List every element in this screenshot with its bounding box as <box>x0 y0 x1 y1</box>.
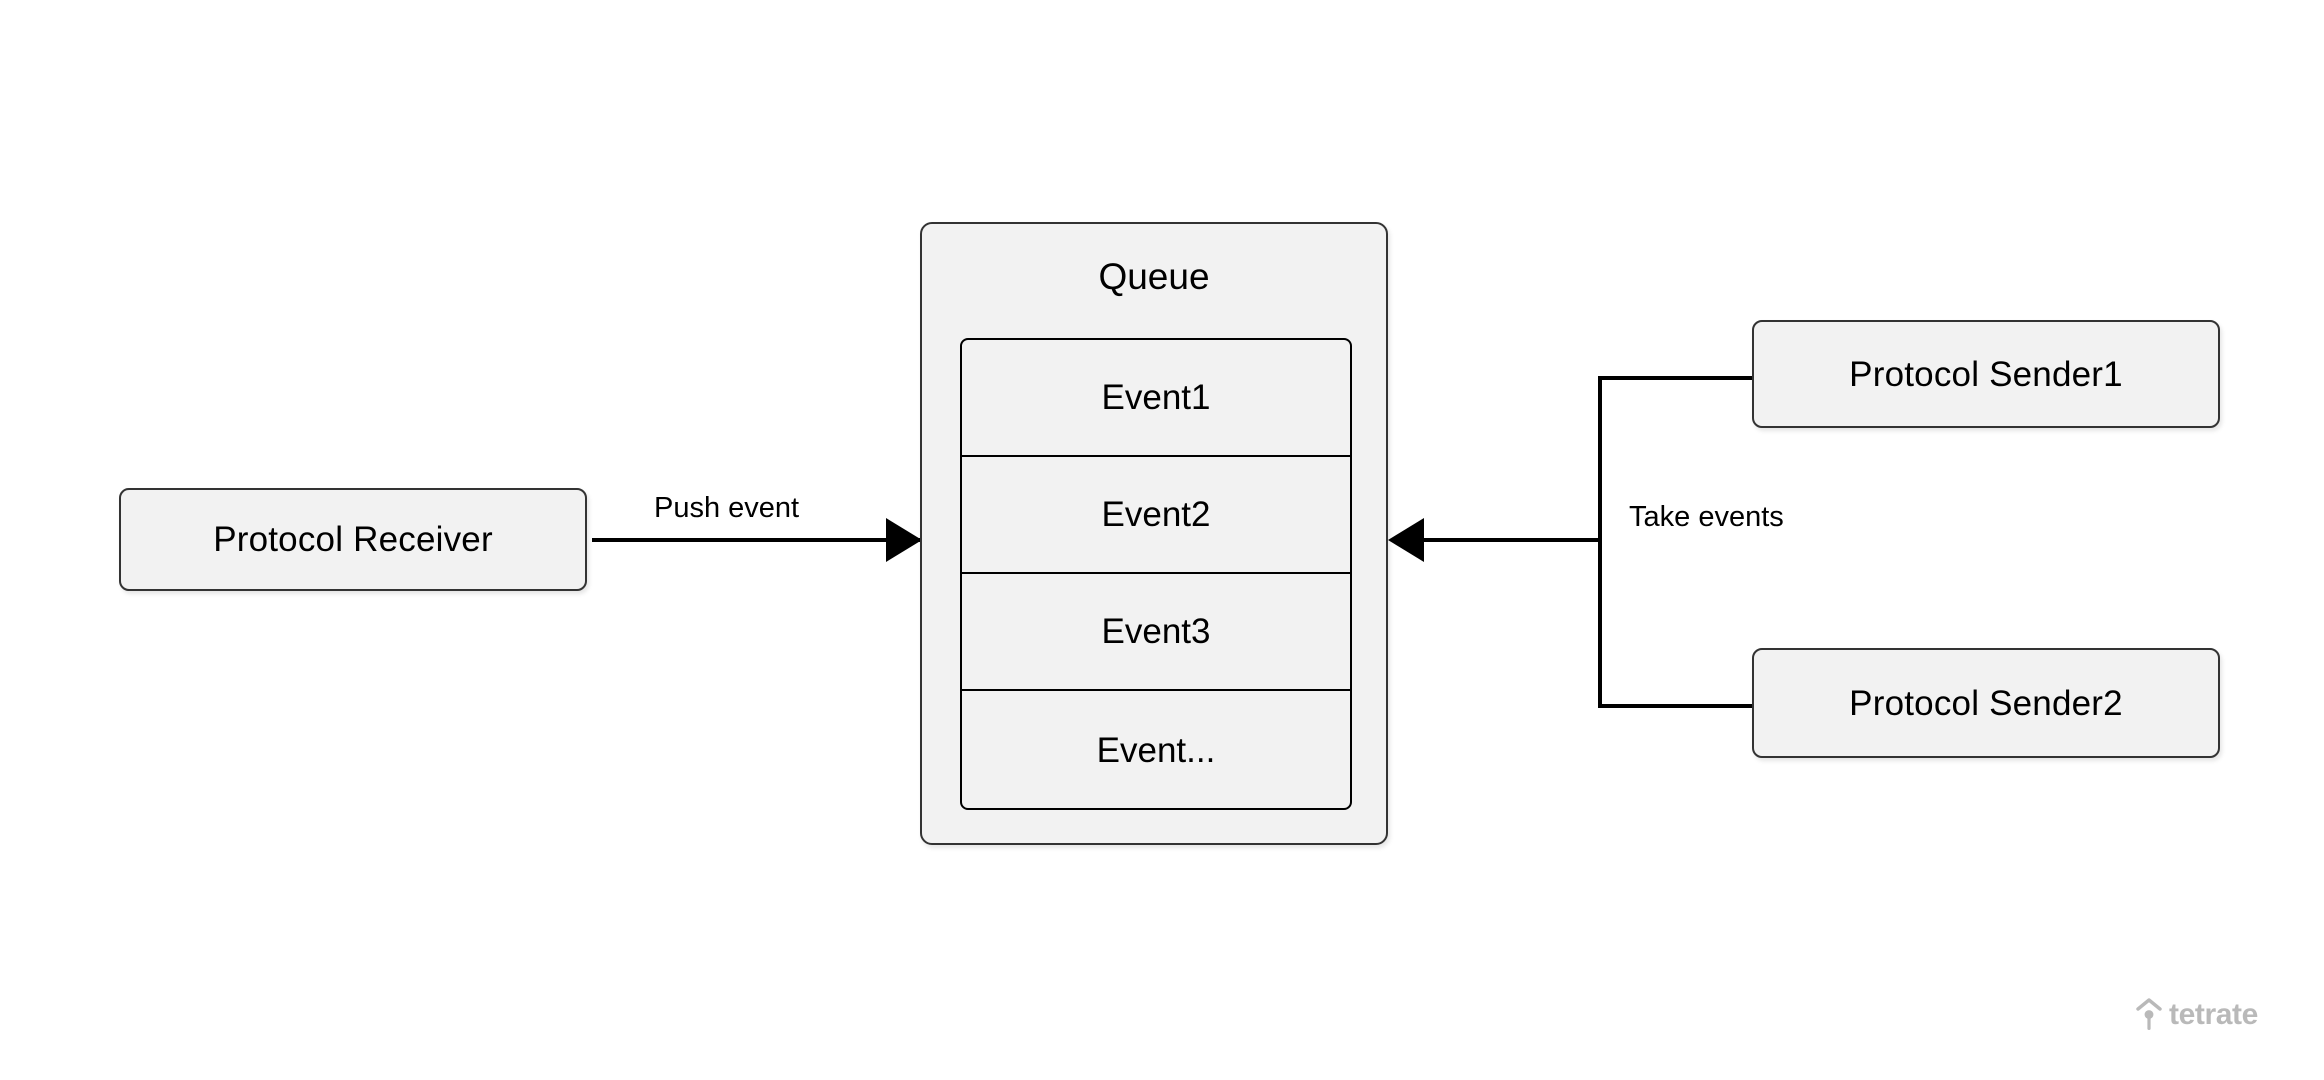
queue-event-row[interactable]: Event1 <box>962 340 1350 457</box>
take-events-branch-sender1 <box>1598 376 1756 380</box>
node-protocol-sender2-label: Protocol Sender2 <box>1849 683 2123 723</box>
push-event-arrowhead-icon <box>886 518 922 562</box>
push-event-label: Push event <box>654 492 800 524</box>
tetrate-logo-icon <box>2136 998 2162 1030</box>
take-events-trunk-line <box>1598 378 1602 708</box>
queue-event-label: Event... <box>1096 730 1216 770</box>
push-event-connector-line <box>592 538 920 542</box>
node-protocol-sender1[interactable]: Protocol Sender1 <box>1752 320 2220 428</box>
queue-event-label: Event3 <box>1101 612 1211 651</box>
queue-event-row[interactable]: Event... <box>962 691 1350 808</box>
node-protocol-receiver[interactable]: Protocol Receiver <box>119 488 587 591</box>
queue-event-label: Event1 <box>1101 378 1211 417</box>
queue-title: Queue <box>1098 256 1210 297</box>
queue-event-list: Event1 Event2 Event3 Event... <box>960 338 1352 810</box>
queue-event-row[interactable]: Event2 <box>962 457 1350 574</box>
node-protocol-sender1-label: Protocol Sender1 <box>1849 354 2123 394</box>
watermark: tetrate <box>2136 998 2258 1032</box>
queue-event-label: Event2 <box>1101 495 1211 534</box>
take-events-branch-sender2 <box>1598 704 1756 708</box>
node-protocol-receiver-label: Protocol Receiver <box>213 520 493 559</box>
queue-event-row[interactable]: Event3 <box>962 574 1350 691</box>
node-protocol-sender2[interactable]: Protocol Sender2 <box>1752 648 2220 758</box>
node-queue[interactable]: Queue Event1 Event2 Event3 Event... <box>920 222 1388 845</box>
watermark-text: tetrate <box>2169 998 2258 1031</box>
take-events-label: Take events <box>1629 501 1784 533</box>
take-events-connector-line <box>1408 538 1602 542</box>
